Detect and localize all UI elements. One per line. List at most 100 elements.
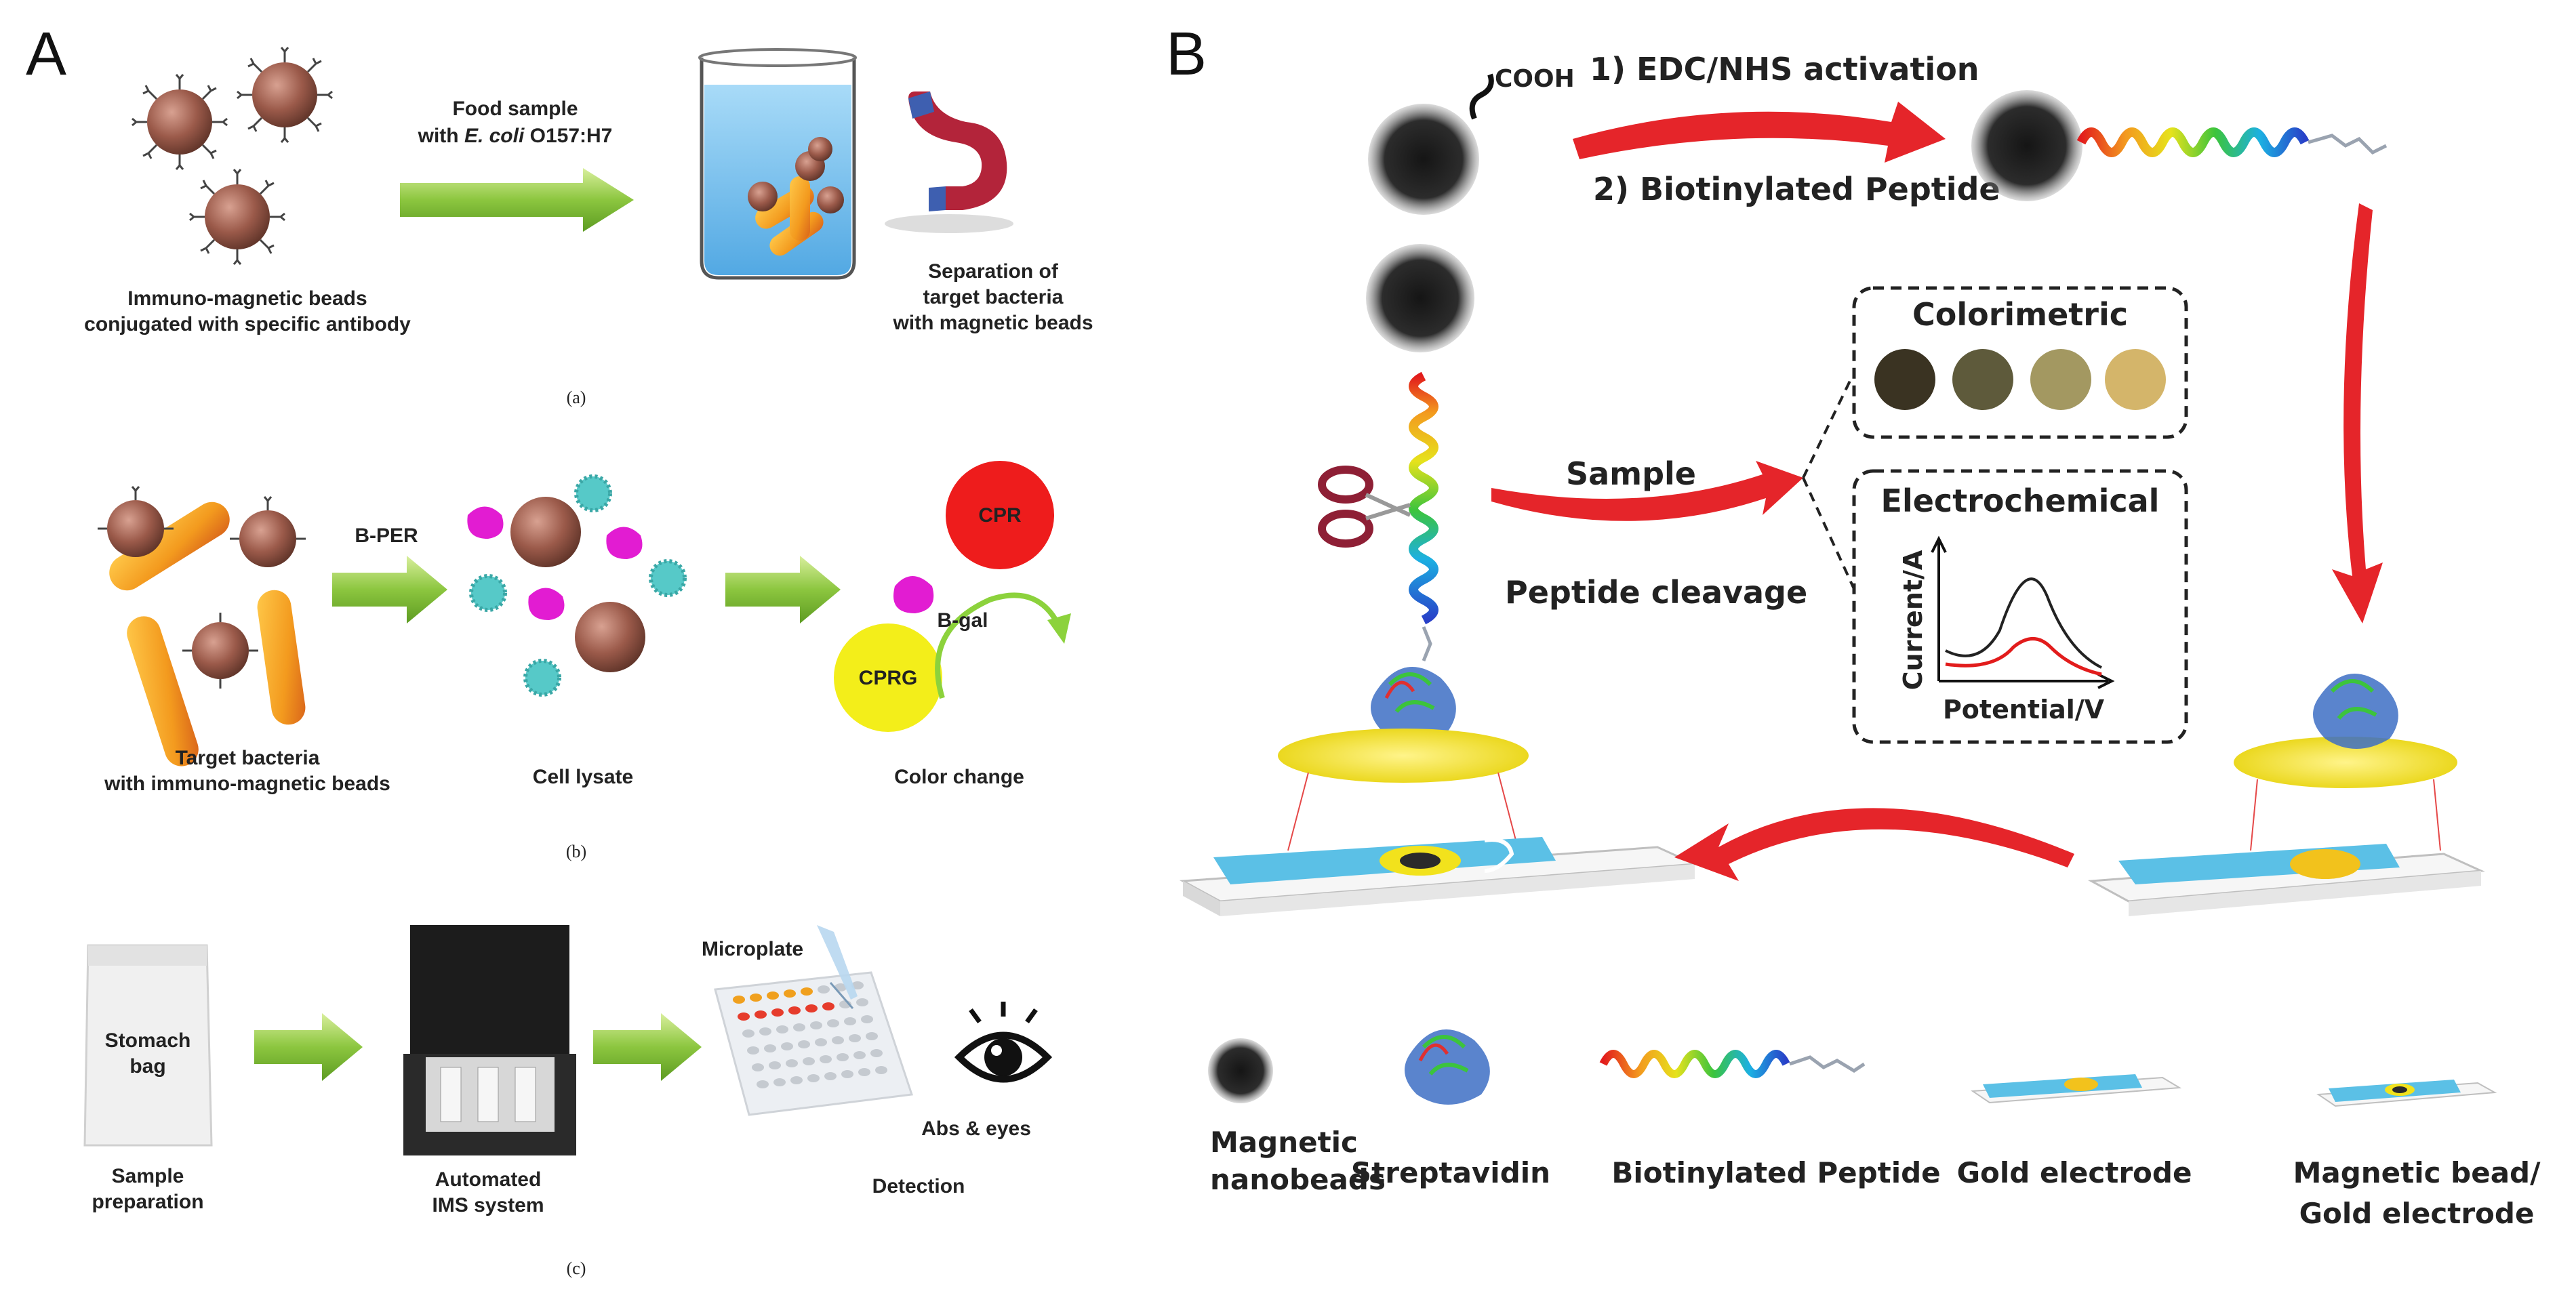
- microplate-well: [764, 1044, 776, 1052]
- microplate-icon: [714, 925, 914, 1116]
- microplate-well: [803, 1057, 815, 1065]
- beads-label-line1: Immuno-magnetic beads: [127, 287, 367, 310]
- legend-gold-electrode-icon: [1971, 1074, 2182, 1104]
- microplate-well: [738, 1012, 750, 1021]
- legend-mb-gold-electrode-icon: [2316, 1080, 2497, 1107]
- stomach-bag-icon: [83, 944, 213, 1147]
- legend-nanobeads-line2: nanobeads: [1210, 1163, 1386, 1196]
- nanobead-icon: [1368, 104, 1479, 215]
- microplate-well: [870, 1049, 883, 1057]
- caption-b: (b): [566, 842, 586, 861]
- target-bacteria-line2: with immuno-magnetic beads: [104, 773, 390, 795]
- green-arrow-icon: [400, 168, 634, 232]
- microplate-well: [767, 991, 779, 1000]
- microplate-well: [841, 1070, 853, 1078]
- legend-nanobead-icon: [1208, 1038, 1273, 1103]
- microplate-well: [851, 981, 864, 989]
- ims-line1: Automated: [435, 1168, 542, 1191]
- legend-mb-gold-line2: Gold electrode: [2299, 1197, 2535, 1230]
- microplate-well: [866, 1032, 878, 1040]
- colorimetric-label: Colorimetric: [1912, 296, 2128, 333]
- bead-icon: [132, 74, 228, 170]
- bead-icon: [237, 47, 333, 143]
- microplate-well: [793, 1023, 805, 1031]
- sample-prep-line2: preparation: [92, 1191, 203, 1213]
- target-bacteria-group: [98, 486, 306, 766]
- gold-disc: [2234, 737, 2457, 788]
- voltammogram-plot: [1931, 535, 2115, 689]
- detection-label: Detection: [872, 1175, 965, 1198]
- color-change-label: Color change: [894, 766, 1024, 788]
- magnetic-bead-electrode-strip: [1179, 837, 1695, 916]
- red-arrow-icon: [1573, 102, 1946, 163]
- microplate-well: [818, 985, 830, 994]
- microplate-well: [759, 1027, 771, 1036]
- scissors-icon: [1318, 466, 1411, 548]
- dashed-connector: [1802, 379, 1859, 597]
- microplate-well: [805, 1004, 818, 1012]
- abs-eyes-label: Abs & eyes: [921, 1118, 1031, 1140]
- green-arrow-icon: [725, 556, 841, 623]
- microplate-well: [776, 1025, 788, 1033]
- gold-disc: [1278, 729, 1529, 783]
- cell-lysate-group: [467, 474, 687, 697]
- microplate-well: [781, 1042, 793, 1050]
- zoom-lines: [2250, 779, 2441, 851]
- bgal-label: B-gal: [938, 609, 988, 632]
- microplate-well: [773, 1078, 786, 1086]
- microplate-well: [837, 1053, 849, 1061]
- step1-label: 1) EDC/NHS activation: [1590, 51, 1979, 87]
- microplate-well: [752, 1063, 764, 1071]
- sample-label: Sample: [1566, 455, 1696, 492]
- microplate-well: [807, 1074, 820, 1082]
- separation-line3: with magnetic beads: [892, 312, 1093, 334]
- immuno-magnetic-beads-group: [132, 47, 333, 265]
- microplate-well: [742, 1029, 754, 1038]
- legend-streptavidin-icon: [1405, 1029, 1490, 1105]
- bead-icon: [189, 169, 285, 265]
- target-bacteria-line1: Target bacteria: [176, 747, 320, 769]
- stomach-bag-line1: Stomach: [105, 1029, 191, 1052]
- potential-axis-label: Potential/V: [1943, 695, 2105, 724]
- legend-peptide-label: Biotinylated Peptide: [1611, 1156, 1940, 1189]
- beaker-icon: [698, 48, 857, 280]
- color-swatch-3: [2030, 349, 2091, 410]
- microplate-well: [827, 1019, 839, 1027]
- nanobead-icon: [1366, 244, 1474, 352]
- separation-line2: target bacteria: [923, 286, 1064, 308]
- streptavidin-icon: [1371, 667, 1456, 742]
- microplate-well: [861, 1015, 873, 1023]
- separation-line1: Separation of: [928, 260, 1059, 283]
- streptavidin-icon: [2313, 674, 2398, 749]
- microplate-well: [849, 1034, 861, 1042]
- caption-c: (c): [567, 1258, 586, 1278]
- panel-a-letter: A: [26, 20, 66, 88]
- beads-label-line2: conjugated with specific antibody: [84, 313, 411, 335]
- step2-label: 2) Biotinylated Peptide: [1593, 171, 2000, 207]
- microplate-well: [757, 1080, 769, 1088]
- microplate-well: [798, 1040, 810, 1048]
- microplate-well: [815, 1038, 827, 1046]
- arrow-label-food-sample: Food sample: [452, 98, 578, 120]
- electrochemical-label: Electrochemical: [1881, 483, 2160, 519]
- eye-icon: [954, 1002, 1053, 1083]
- ims-line2: IMS system: [432, 1194, 544, 1216]
- microplate-well: [786, 1059, 798, 1067]
- stomach-bag-line2: bag: [129, 1055, 165, 1078]
- magnet-icon: [885, 91, 1013, 233]
- microplate-well: [790, 1076, 803, 1084]
- microplate-well: [832, 1036, 844, 1044]
- microplate-well: [853, 1051, 866, 1059]
- carboxyl-linker: [1469, 73, 1494, 120]
- microplate-label: Microplate: [702, 938, 803, 960]
- color-swatch-1: [1874, 349, 1935, 410]
- legend-gold-label: Gold electrode: [1957, 1156, 2192, 1189]
- microplate-well: [754, 1010, 767, 1019]
- microplate-well: [771, 1008, 784, 1017]
- cprg-label: CPRG: [859, 667, 918, 689]
- biotin-tail: [2308, 134, 2388, 155]
- black-curve: [1945, 577, 2102, 669]
- green-arrow-icon: [254, 1013, 363, 1081]
- red-arrow-icon: [1674, 808, 2074, 881]
